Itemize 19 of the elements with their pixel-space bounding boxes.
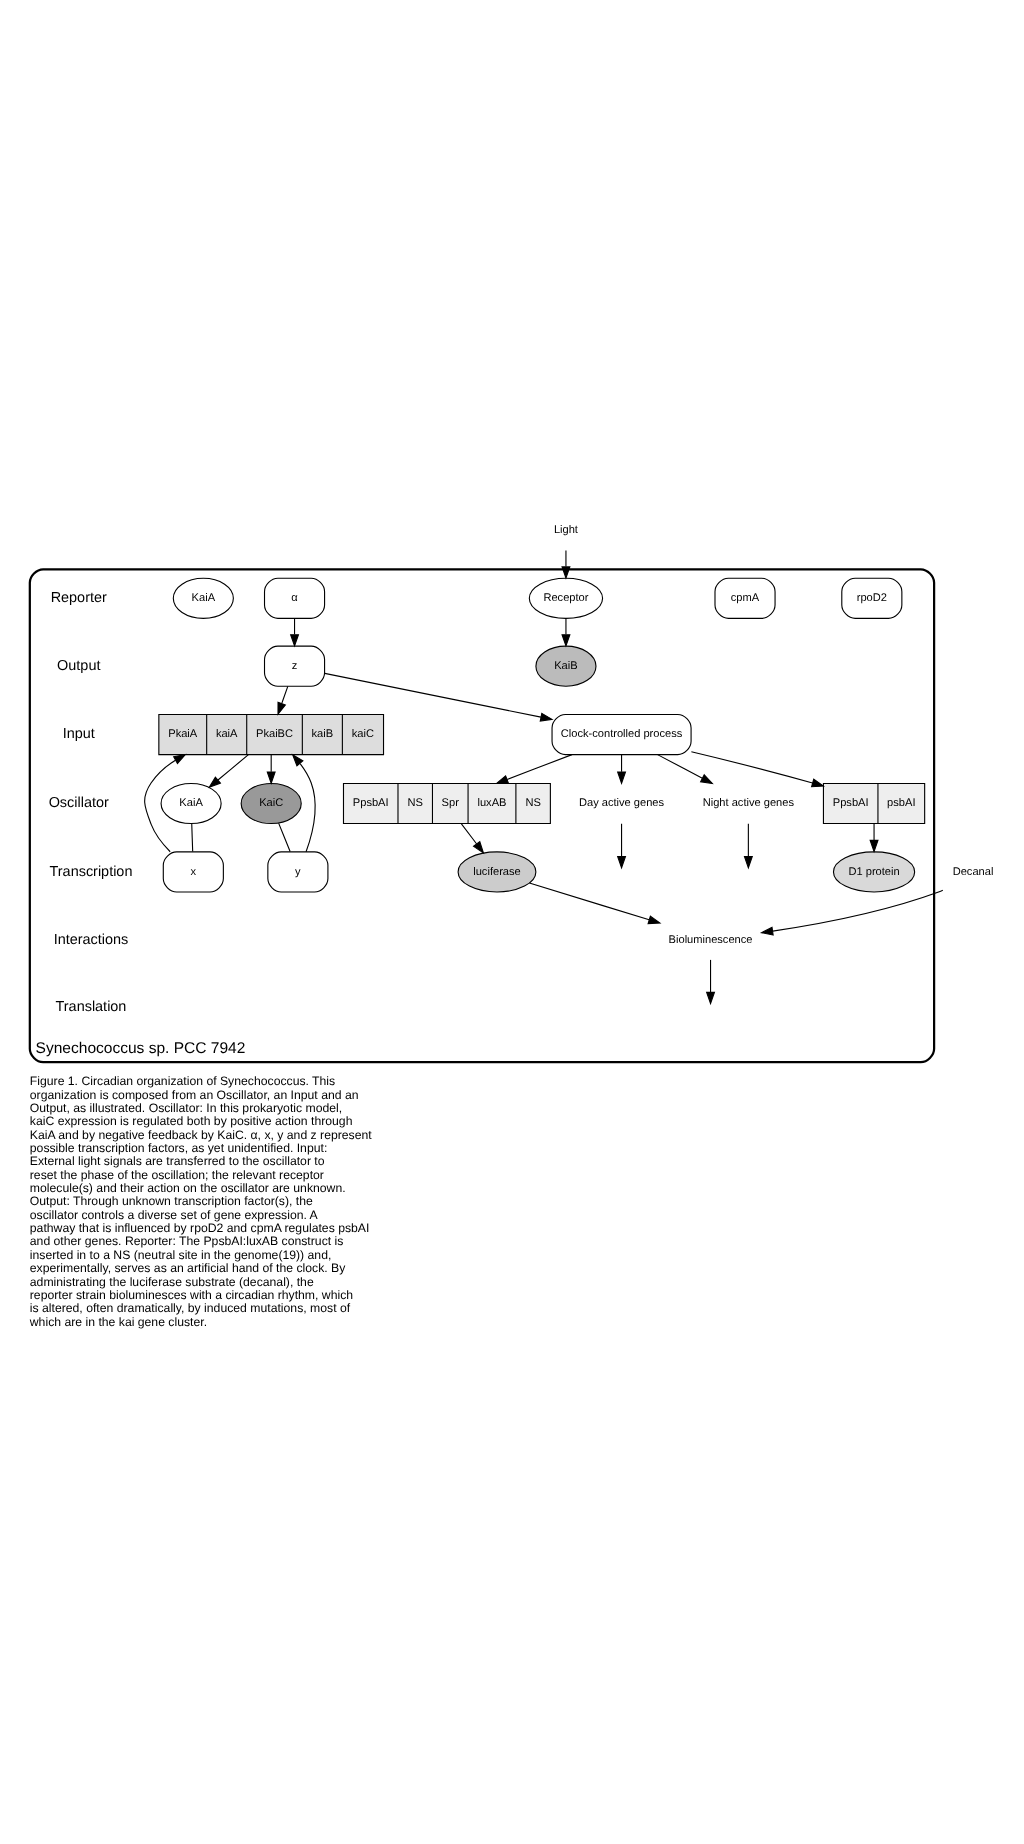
arrow [495,754,573,785]
arrow [528,882,662,925]
arrow [561,550,571,580]
arrow [616,823,627,870]
arrow [460,823,485,855]
arrow [869,823,879,854]
connector [278,822,291,853]
arrow [144,753,187,853]
arrow [291,753,316,853]
arrow [743,823,754,870]
arrow [657,754,714,785]
arrow [208,754,249,789]
arrow [277,685,289,716]
arrow [705,959,716,1006]
arrow [324,672,554,722]
connector [191,823,194,853]
arrow [561,617,571,648]
arrow [690,751,825,788]
arrow [759,889,944,936]
